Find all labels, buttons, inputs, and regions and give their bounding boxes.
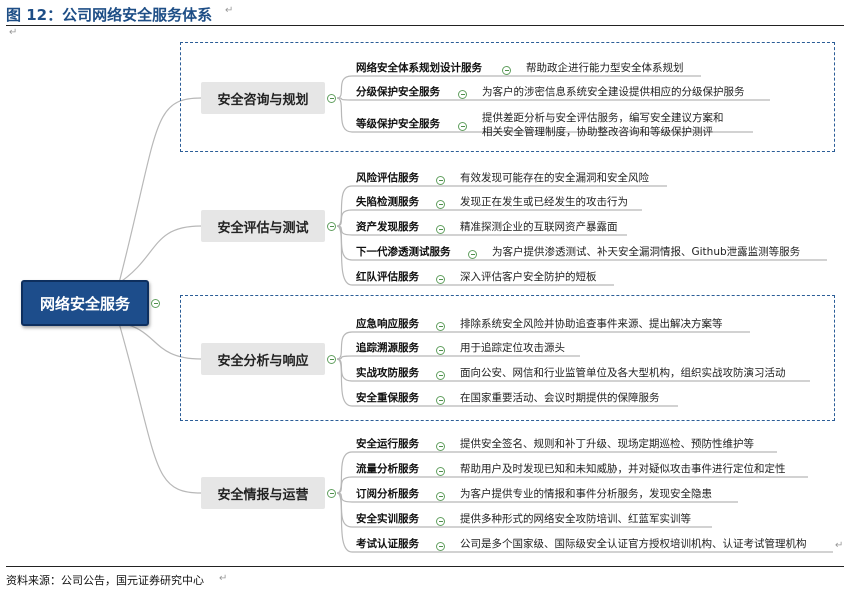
collapse-icon[interactable] [327,354,336,364]
collapse-icon[interactable] [436,371,445,380]
collapse-icon[interactable] [436,542,445,551]
source-note: 资料来源：公司公告，国元证券研究中心 [6,574,204,587]
service-description: 帮助用户及时发现已知和未知威胁，并对疑似攻击事件进行定位和定性 [460,463,786,475]
branch-connector-line [336,97,353,133]
collapse-icon[interactable] [436,322,445,331]
branch-connector-line [336,225,353,261]
collapse-icon[interactable] [327,93,336,103]
collapse-icon[interactable] [436,225,445,234]
category-node: 安全评估与测试 [201,210,325,242]
category-node: 安全分析与响应 [201,343,325,375]
service-label: 订阅分析服务 [356,488,419,500]
service-description: 排除系统安全风险并协助追查事件来源、提出解决方案等 [460,318,723,330]
service-description: 发现正在发生或已经发生的攻击行为 [460,196,628,208]
service-description: 提供安全签名、规则和补丁升级、现场定期巡检、预防性维护等 [460,438,754,450]
service-description: 有效发现可能存在的安全漏洞和安全风险 [460,172,649,184]
return-mark-icon: ↵ [225,5,234,16]
service-label: 风险评估服务 [356,172,419,184]
highlight-box-consulting [180,42,835,152]
service-label: 安全重保服务 [356,392,419,404]
service-description-line2: 相关安全管理制度，协助整改咨询和等级保护测评 [482,126,713,138]
service-label: 分级保护安全服务 [356,86,440,98]
service-description: 提供差距分析与安全评估服务，编写安全建议方案和 [482,112,724,124]
bottom-rule [6,566,844,567]
service-label: 实战攻防服务 [356,367,419,379]
branch-connector-line [336,492,353,528]
service-label: 考试认证服务 [356,538,419,550]
service-description: 公司是多个国家级、国际级安全认证官方授权培训机构、认证考试管理机构 [460,538,807,550]
collapse-icon[interactable] [458,90,467,99]
collapse-icon[interactable] [151,299,160,308]
service-description: 精准探测企业的互联网资产暴露面 [460,221,618,233]
service-label: 安全实训服务 [356,513,419,525]
service-description: 深入评估客户安全防护的短板 [460,271,597,283]
category-node: 安全咨询与规划 [201,82,325,114]
collapse-icon[interactable] [436,346,445,355]
collapse-icon[interactable] [436,467,445,476]
service-label: 应急响应服务 [356,318,419,330]
service-description: 提供多种形式的网络安全攻防培训、红蓝军实训等 [460,513,691,525]
top-rule [6,25,844,26]
branch-connector-line [336,225,353,286]
service-label: 流量分析服务 [356,463,419,475]
service-label: 追踪溯源服务 [356,342,419,354]
branch-connector-line [336,185,353,227]
service-description: 为客户的涉密信息系统安全建设提供相应的分级保护服务 [482,86,745,98]
collapse-icon[interactable] [458,122,467,131]
branch-connector-line [336,476,353,494]
collapse-icon[interactable] [327,488,336,498]
collapse-icon[interactable] [436,200,445,209]
branch-connector-line [336,451,353,494]
branch-connector-line [336,492,353,553]
service-description: 面向公安、网信和行业监管单位及各大型机构，组织实战攻防演习活动 [460,367,786,379]
collapse-icon[interactable] [502,66,511,75]
return-mark-icon: ↵ [219,573,228,584]
service-label: 资产发现服务 [356,221,419,233]
service-description: 为客户提供渗透测试、补天安全漏洞情报、Github泄露监测等服务 [492,246,801,258]
service-description: 用于追踪定位攻击源头 [460,342,565,354]
return-mark-icon: ↵ [9,27,18,38]
root-connector-line [118,225,202,284]
service-label: 网络安全体系规划设计服务 [356,62,482,74]
service-label: 下一代渗透测试服务 [356,246,451,258]
branch-connector-line [336,358,353,407]
branch-connector-line [336,75,353,99]
root-connector-line [118,97,202,284]
branch-connector-line [336,209,353,227]
collapse-icon[interactable] [436,275,445,284]
category-node: 安全情报与运营 [201,477,325,509]
service-label: 红队评估服务 [356,271,419,283]
highlight-box-analysis [180,295,835,421]
service-label: 安全运行服务 [356,438,419,450]
collapse-icon[interactable] [468,250,477,259]
service-description: 为客户提供专业的情报和事件分析服务，发现安全隐患 [460,488,712,500]
branch-connector-line [336,331,353,360]
figure-title: 图 12：公司网络安全服务体系 [6,6,213,24]
service-description: 在国家重要活动、会议时期提供的保障服务 [460,392,660,404]
root-connector-line [118,322,202,494]
collapse-icon[interactable] [436,517,445,526]
collapse-icon[interactable] [436,442,445,451]
collapse-icon[interactable] [327,221,336,231]
collapse-icon[interactable] [436,396,445,405]
return-mark-icon: ↵ [835,540,844,551]
collapse-icon[interactable] [436,176,445,185]
service-description: 帮助政企进行能力型安全体系规划 [526,62,684,74]
service-label: 等级保护安全服务 [356,118,440,130]
collapse-icon[interactable] [436,492,445,501]
service-label: 失陷检测服务 [356,196,419,208]
root-node: 网络安全服务 [21,280,149,326]
